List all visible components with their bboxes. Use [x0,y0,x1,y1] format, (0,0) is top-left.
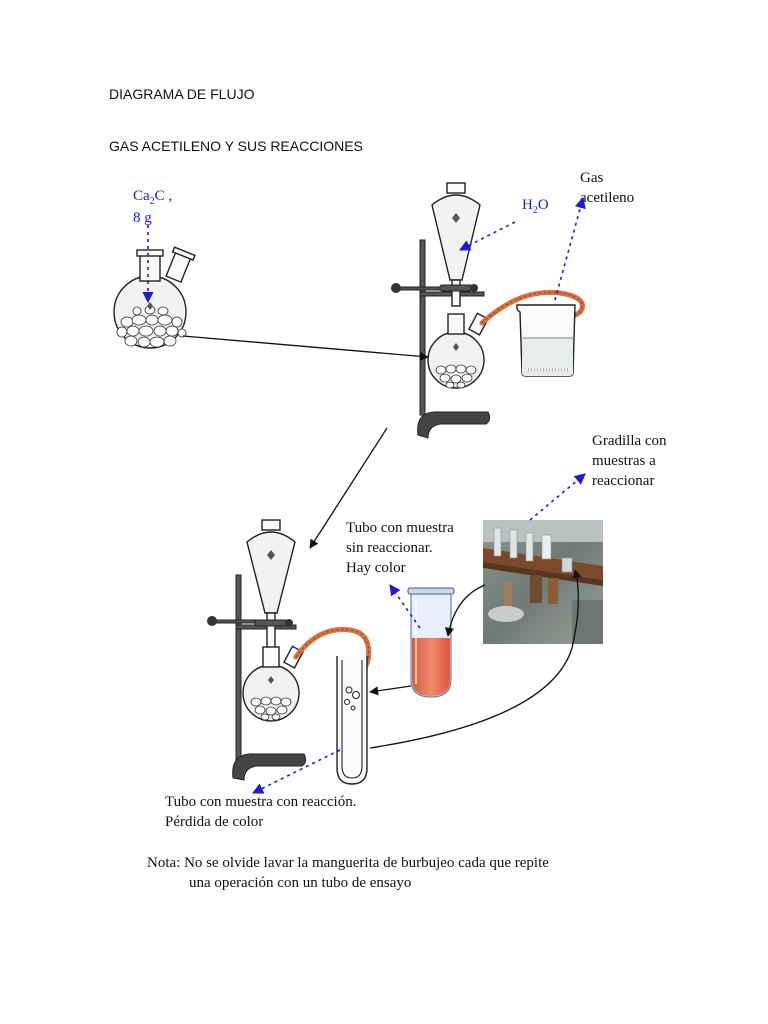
unreacted-label-arrow [389,584,421,629]
rack-photo [483,520,603,644]
reagent-formula-label: Ca2C , [133,188,173,207]
gas-release-arrow [554,196,586,301]
note: Nota: No se olvide lavar la manguerita d… [147,855,549,891]
reacted-label-arrow [251,749,341,794]
round-bottom-flask-reagent [113,246,196,349]
beaker-top [516,304,576,377]
flow-arrow-setup-to-bubbling [309,427,388,549]
separatory-funnel-top [431,182,481,307]
water-label: H2O [522,197,549,216]
rack-label: Gradilla con muestras a reaccionar [592,433,667,489]
rack-label-arrow [529,473,586,521]
page-subtitle: GAS ACETILENO Y SUS REACCIONES [109,138,363,154]
water-addition-arrow [459,221,516,251]
test-tube-unreacted [407,587,455,698]
flow-arrow-reacted-to-rack [369,569,582,749]
ring-stand-bottom [207,574,307,781]
flow-arrow-unreacted-to-reacted [369,685,412,696]
delivery-hose-bottom [293,627,372,691]
flow-arrow-flask-to-setup [182,335,429,361]
test-tube-reacted [336,656,368,785]
gas-label: Gas acetileno [580,170,635,206]
flow-arrow-rack-to-unreacted [444,584,486,637]
page-title: DIAGRAMA DE FLUJO [109,86,255,102]
calcium-carbide-pebbles [116,305,187,348]
reaction-flask-bottom [242,645,304,722]
reaction-flask-top [427,312,489,389]
separatory-funnel-bottom [246,519,296,650]
reagent-mass-label: 8 g [133,210,152,226]
unreacted-tube-label: Tubo con muestra sin reaccionar. Hay col… [346,520,454,576]
reacted-tube-label: Tubo con muestra con reacción. Pérdida d… [165,794,357,830]
